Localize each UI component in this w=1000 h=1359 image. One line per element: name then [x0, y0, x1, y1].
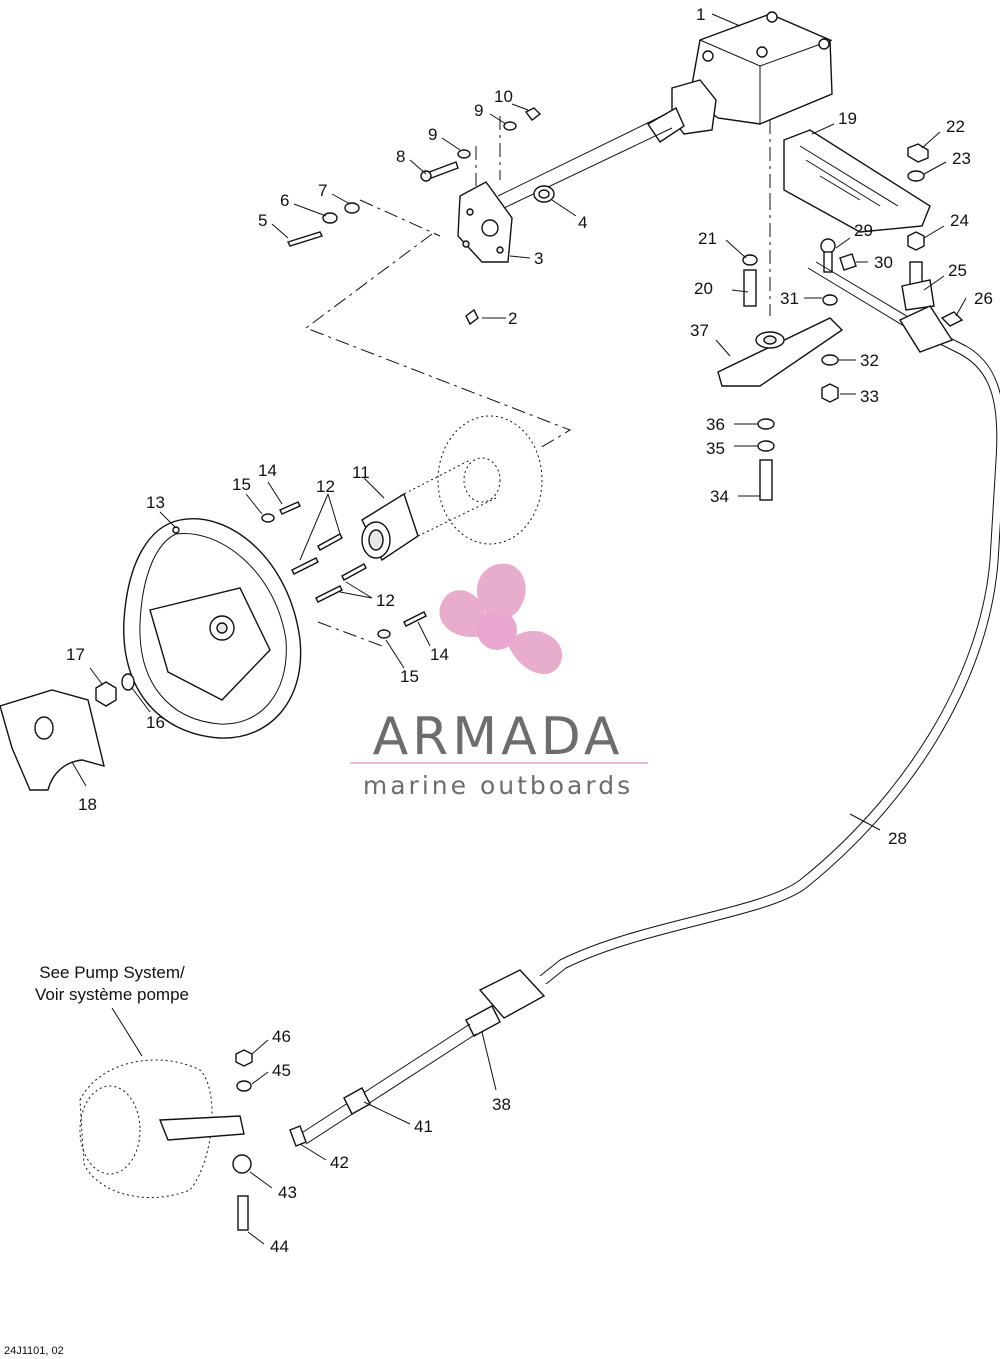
callout-46: 46 — [272, 1027, 291, 1046]
callout-23: 23 — [952, 149, 971, 168]
callout-35: 35 — [706, 439, 725, 458]
callout-6: 6 — [280, 191, 289, 210]
callout-9a: 9 — [428, 125, 437, 144]
callout-7: 7 — [318, 181, 327, 200]
callout-34: 34 — [710, 487, 729, 506]
callout-1: 1 — [696, 5, 705, 24]
callout-18: 18 — [78, 795, 97, 814]
callout-9b: 9 — [474, 101, 483, 120]
callout-33: 33 — [860, 387, 879, 406]
watermark-tagline: marine outboards — [363, 771, 633, 800]
support-plate — [457, 181, 513, 263]
phantom-hub — [437, 415, 543, 545]
steering-cable — [289, 261, 1000, 1147]
callout-8: 8 — [396, 147, 405, 166]
callout-4: 4 — [578, 213, 587, 232]
callout-29: 29 — [854, 221, 873, 240]
callout-15a: 15 — [232, 475, 251, 494]
callout-38: 38 — [492, 1095, 511, 1114]
propeller-logo — [439, 563, 563, 675]
callout-30: 30 — [874, 253, 893, 272]
callout-36: 36 — [706, 415, 725, 434]
upper-bracket — [783, 129, 931, 233]
callout-32: 32 — [860, 351, 879, 370]
steering-adapter — [361, 459, 497, 562]
callout-19: 19 — [838, 109, 857, 128]
callout-43: 43 — [278, 1183, 297, 1202]
callout-42: 42 — [330, 1153, 349, 1172]
steering-housing — [647, 11, 833, 143]
callout-41: 41 — [414, 1117, 433, 1136]
callout-26: 26 — [974, 289, 993, 308]
pump-system-reference: See Pump System/ Voir système pompe — [35, 963, 189, 1057]
callout-3: 3 — [534, 249, 543, 268]
callout-12a: 12 — [316, 477, 335, 496]
callout-45: 45 — [272, 1061, 291, 1080]
center-cap — [0, 689, 105, 791]
shaft-bushing — [533, 185, 555, 203]
callout-21: 21 — [698, 229, 717, 248]
callout-31: 31 — [780, 289, 799, 308]
callout-20: 20 — [694, 279, 713, 298]
callout-2: 2 — [508, 309, 517, 328]
callout-28: 28 — [888, 829, 907, 848]
steering-shaft — [497, 113, 673, 209]
lower-bracket — [717, 317, 844, 387]
bracket-fasteners — [742, 143, 964, 501]
key — [465, 308, 479, 326]
callout-24: 24 — [950, 211, 969, 230]
callout-11: 11 — [352, 463, 370, 482]
callout-12b: 12 — [376, 591, 395, 610]
callout-15b: 15 — [400, 667, 419, 686]
steering-wheel — [123, 518, 302, 739]
callout-44: 44 — [270, 1237, 289, 1256]
armada-watermark: ARMADA marine outboards — [350, 563, 648, 800]
callout-14a: 14 — [258, 461, 277, 480]
callout-13: 13 — [146, 493, 165, 512]
fasteners-upper — [287, 107, 542, 247]
callout-labels: 1 2 3 4 5 6 7 8 9 9 10 11 12 12 13 14 14… — [66, 5, 993, 1256]
callout-16: 16 — [146, 713, 165, 732]
leader-lines — [71, 13, 967, 1245]
callout-5: 5 — [258, 211, 267, 230]
callout-25: 25 — [948, 261, 967, 280]
reference-note-line2: Voir système pompe — [35, 985, 189, 1004]
watermark-brand: ARMADA — [373, 707, 624, 767]
callout-14b: 14 — [430, 645, 449, 664]
callout-22: 22 — [946, 117, 965, 136]
pump-nozzle — [79, 1049, 253, 1231]
callout-17: 17 — [66, 645, 85, 664]
callout-10: 10 — [494, 87, 513, 106]
reference-note-line1: See Pump System/ — [39, 963, 185, 982]
center-nut — [95, 673, 135, 707]
callout-37: 37 — [690, 321, 709, 340]
drawing-code: 24J1101, 02 — [4, 1345, 64, 1357]
wheel-fasteners — [261, 501, 427, 647]
